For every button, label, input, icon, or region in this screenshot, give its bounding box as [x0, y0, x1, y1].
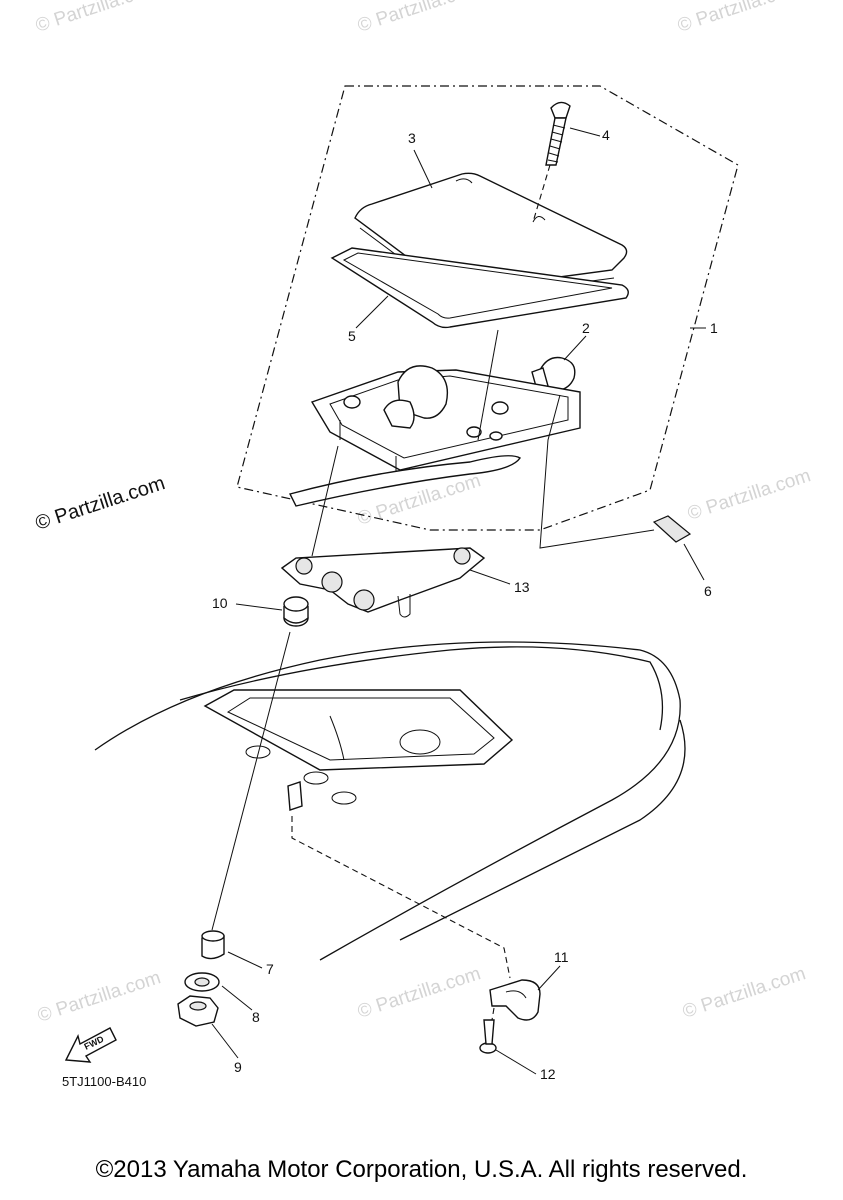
- rear-fender: [94, 641, 686, 961]
- watermark: © Partzilla.com: [680, 963, 808, 1023]
- callout-6: 6: [704, 583, 712, 599]
- clip: [489, 979, 541, 1021]
- callout-8: 8: [252, 1009, 260, 1025]
- bracket: [280, 547, 486, 618]
- callout-labels: 1 2 3 4 5 6 7 8 9 10 11 12 13: [212, 127, 718, 1082]
- leader: [477, 329, 499, 441]
- callout-12: 12: [540, 1066, 556, 1082]
- watermark: © Partzilla.com: [355, 963, 483, 1023]
- fwd-arrow-icon: FWD: [64, 1027, 117, 1063]
- copyright-notice: ©2013 Yamaha Motor Corporation, U.S.A. A…: [95, 1156, 748, 1183]
- watermark-group: © Partzilla.com © Partzilla.com © Partzi…: [33, 0, 813, 1027]
- watermark: © Partzilla.com: [685, 465, 813, 525]
- washer: [184, 972, 220, 992]
- assembly-boundary: [236, 85, 739, 531]
- callout-13: 13: [514, 579, 530, 595]
- grommet: [283, 596, 309, 627]
- flange-nut: [177, 995, 219, 1027]
- callout-4: 4: [602, 127, 610, 143]
- leader: [491, 1007, 495, 1021]
- collar: [201, 930, 225, 960]
- watermark: © Partzilla.com: [355, 0, 483, 37]
- callout-1: 1: [710, 320, 718, 336]
- gasket: [330, 247, 629, 329]
- callout-7: 7: [266, 961, 274, 977]
- callout-2: 2: [582, 320, 590, 336]
- callout-leaders: [211, 127, 706, 1075]
- callout-3: 3: [408, 130, 416, 146]
- leader: [291, 816, 511, 979]
- watermark: © Partzilla.com: [35, 967, 163, 1027]
- clip-screw: [479, 1019, 497, 1054]
- watermark: © Partzilla.com: [33, 0, 161, 37]
- callout-10: 10: [212, 595, 228, 611]
- watermark: © Partzilla.com: [675, 0, 803, 37]
- leader: [539, 394, 655, 549]
- diagram-code: 5TJ1100-B410: [62, 1074, 146, 1089]
- number-plate: [652, 515, 692, 543]
- leader: [311, 445, 339, 557]
- screw: [532, 101, 571, 223]
- partzilla-watermark: © Partzilla.com: [33, 472, 168, 535]
- callout-5: 5: [348, 328, 356, 344]
- callout-11: 11: [554, 949, 569, 965]
- parts-diagram: © Partzilla.com © Partzilla.com © Partzi…: [33, 0, 814, 1089]
- lamp-housing: [288, 365, 581, 507]
- leader: [211, 631, 291, 931]
- callout-9: 9: [234, 1059, 242, 1075]
